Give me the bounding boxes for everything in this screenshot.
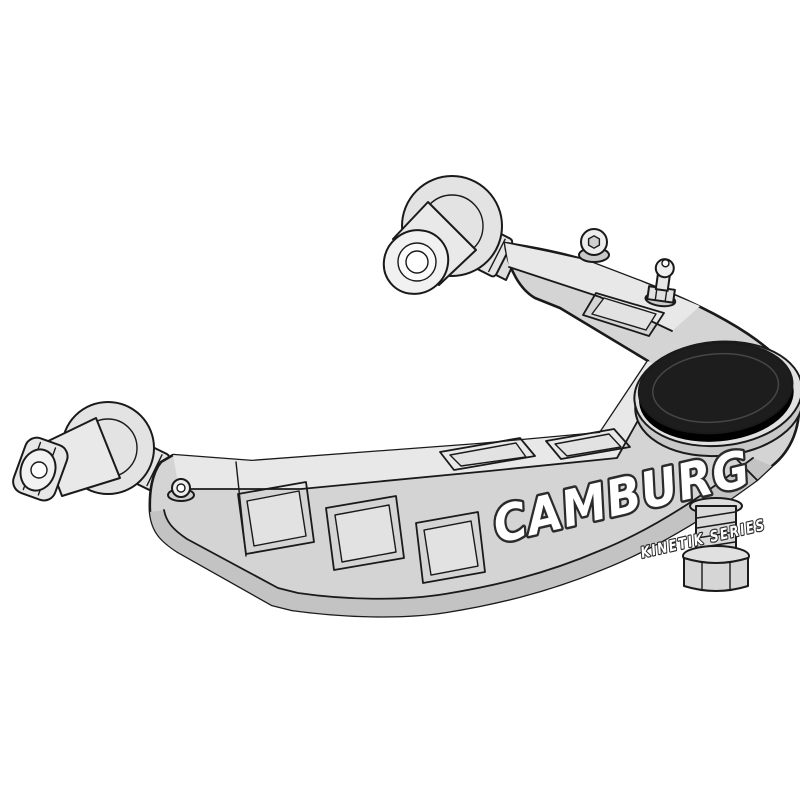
top-pocket-1-floor bbox=[449, 442, 527, 467]
top-joint-bore bbox=[405, 250, 429, 274]
front-pocket-2 bbox=[325, 495, 405, 571]
tube-pocket-floor bbox=[591, 297, 657, 331]
ball-joint-cap bbox=[637, 341, 794, 435]
front-pocket-3-floor bbox=[423, 520, 479, 576]
uniball-boss bbox=[633, 340, 800, 458]
tube-pocket bbox=[582, 292, 665, 337]
ball-joint-stud bbox=[682, 497, 750, 592]
pivot-fitting-left bbox=[167, 478, 195, 502]
hex-nut bbox=[683, 557, 749, 592]
grease-fitting bbox=[644, 258, 677, 308]
top-pocket-2-floor bbox=[554, 433, 622, 457]
bottom-chamfer bbox=[150, 458, 772, 617]
top-pocket-1 bbox=[439, 437, 536, 471]
hex-socket bbox=[587, 235, 601, 249]
front-pocket-1 bbox=[237, 481, 315, 555]
front-pocket-3 bbox=[415, 511, 486, 584]
left-joint-bore bbox=[30, 461, 48, 479]
chamfer-edge-line bbox=[163, 457, 754, 600]
plate-ridge-line bbox=[178, 371, 666, 490]
front-pocket-1-floor bbox=[246, 490, 307, 547]
button-head-screw bbox=[578, 228, 610, 263]
top-pocket-2 bbox=[545, 428, 631, 460]
left-heim-joint bbox=[12, 401, 179, 502]
top-heim-joint bbox=[382, 175, 519, 295]
front-pocket-2-floor bbox=[334, 504, 397, 563]
machined-pockets bbox=[237, 292, 665, 584]
plate-top-face bbox=[173, 361, 665, 489]
cap-highlight-ring bbox=[652, 352, 780, 424]
